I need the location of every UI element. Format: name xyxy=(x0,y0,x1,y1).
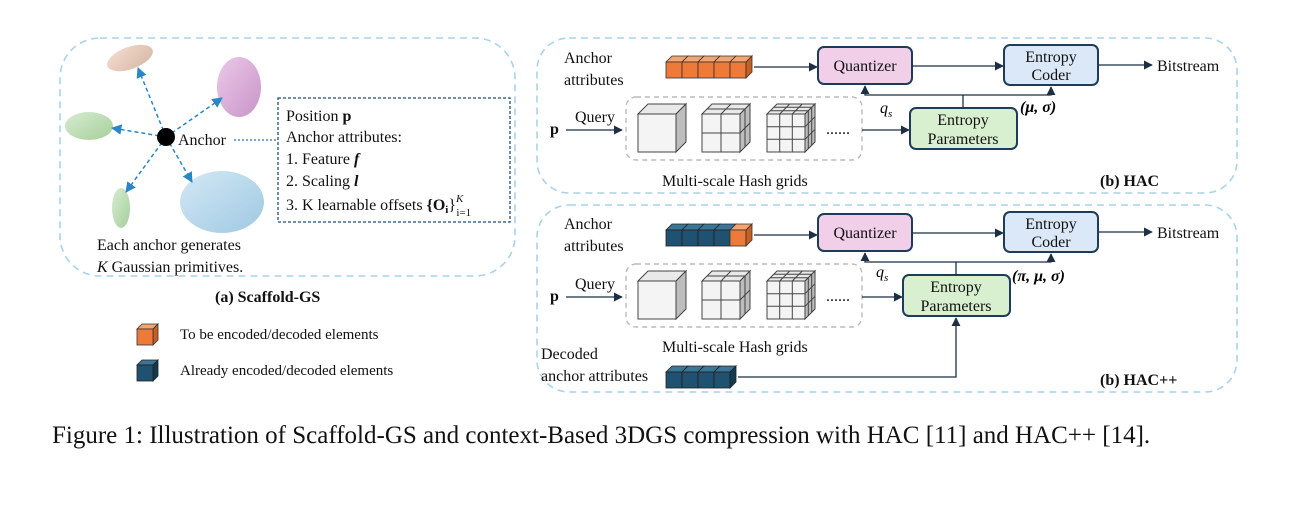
hac-param-label-2: Parameters xyxy=(927,131,998,148)
hacpp-decoded-label-1: Decoded xyxy=(541,346,598,363)
hac-coder-label-2: Coder xyxy=(1031,67,1071,84)
hacpp-coder-label-1: Entropy xyxy=(1025,216,1077,233)
legend: To be encoded/decoded elements Already e… xyxy=(136,323,393,382)
hac-hash-grids-label: Multi-scale Hash grids xyxy=(662,173,808,190)
hac-param-label-1: Entropy xyxy=(937,112,989,129)
gaussian-green-bottom xyxy=(112,188,130,228)
hac-anchor-block xyxy=(665,55,753,79)
hac-qs: qs xyxy=(880,100,892,120)
hacpp-outputs: (π, μ, σ) xyxy=(1012,268,1065,285)
anchor-label: Anchor xyxy=(178,132,227,149)
hacpp-hash-grids-label: Multi-scale Hash grids xyxy=(662,339,808,356)
hacpp-query-label: Query xyxy=(575,276,615,293)
hac-bitstream-label: Bitstream xyxy=(1157,58,1220,75)
legend-navy-cube xyxy=(136,359,159,382)
hacpp-decoded-label-2: anchor attributes xyxy=(541,368,648,385)
legend-already: Already encoded/decoded elements xyxy=(180,363,393,379)
anchor-note-line1: Each anchor generates xyxy=(97,237,241,254)
anchor-attributes-box xyxy=(277,97,511,223)
legend-orange-cube xyxy=(136,323,159,346)
hac-dots: ...... xyxy=(826,121,850,138)
hac-query-symbol: p xyxy=(550,121,559,138)
gaussian-blue xyxy=(180,171,264,233)
scaffold-title: (a) Scaffold-GS xyxy=(215,289,320,306)
hacpp-param-label-2: Parameters xyxy=(920,298,991,315)
figure-caption: Figure 1: Illustration of Scaffold-GS an… xyxy=(52,422,1151,449)
hac-quantizer-label: Quantizer xyxy=(833,58,897,75)
hacpp-query-symbol: p xyxy=(550,288,559,305)
gaussian-peach xyxy=(107,44,153,72)
hacpp-decoded-block xyxy=(665,365,737,389)
hacpp-anchor-label-2: attributes xyxy=(564,238,624,255)
feature-item: 1. Feature f xyxy=(286,151,361,168)
hac-hash-grids-box xyxy=(625,96,863,161)
hacpp-qs: qs xyxy=(876,264,888,284)
figure: Anchor Position p Anchor attributes: 1. … xyxy=(59,37,1238,393)
hacpp-quantizer-label: Quantizer xyxy=(833,225,897,242)
hacpp-bitstream-label: Bitstream xyxy=(1157,225,1220,242)
hac-panel: Anchor attributes Quantizer Entropy Code… xyxy=(536,37,1238,194)
hac-coder-label-1: Entropy xyxy=(1025,49,1077,66)
hacpp-panel: Anchor attributes Quantizer Entropy Code… xyxy=(536,204,1238,393)
gaussian-green-left xyxy=(65,112,113,140)
hacpp-anchor-label-1: Anchor xyxy=(564,216,613,233)
hac-anchor-label-1: Anchor xyxy=(564,50,613,67)
hacpp-title: (b) HAC++ xyxy=(1100,372,1177,389)
scaffold-gs-panel: Anchor Position p Anchor attributes: 1. … xyxy=(59,37,516,306)
hac-anchor-label-2: attributes xyxy=(564,72,624,89)
anchor-note-line2: K Gaussian primitives. xyxy=(96,259,243,276)
legend-to-encode: To be encoded/decoded elements xyxy=(180,327,379,343)
hacpp-dots: ...... xyxy=(826,288,850,305)
hacpp-param-label-1: Entropy xyxy=(930,279,982,296)
hac-title: (b) HAC xyxy=(1100,173,1159,190)
hacpp-coder-label-2: Coder xyxy=(1031,234,1071,251)
position-label: Position p xyxy=(286,108,351,125)
hacpp-anchor-block xyxy=(665,223,753,247)
scaling-item: 2. Scaling l xyxy=(286,173,359,190)
attributes-label: Anchor attributes: xyxy=(286,129,402,146)
hac-outputs: (μ, σ) xyxy=(1020,99,1056,116)
hacpp-hash-grids-box xyxy=(625,263,863,328)
anchor-point xyxy=(157,128,175,146)
hac-query-label: Query xyxy=(575,109,615,126)
gaussian-pink xyxy=(217,57,261,117)
